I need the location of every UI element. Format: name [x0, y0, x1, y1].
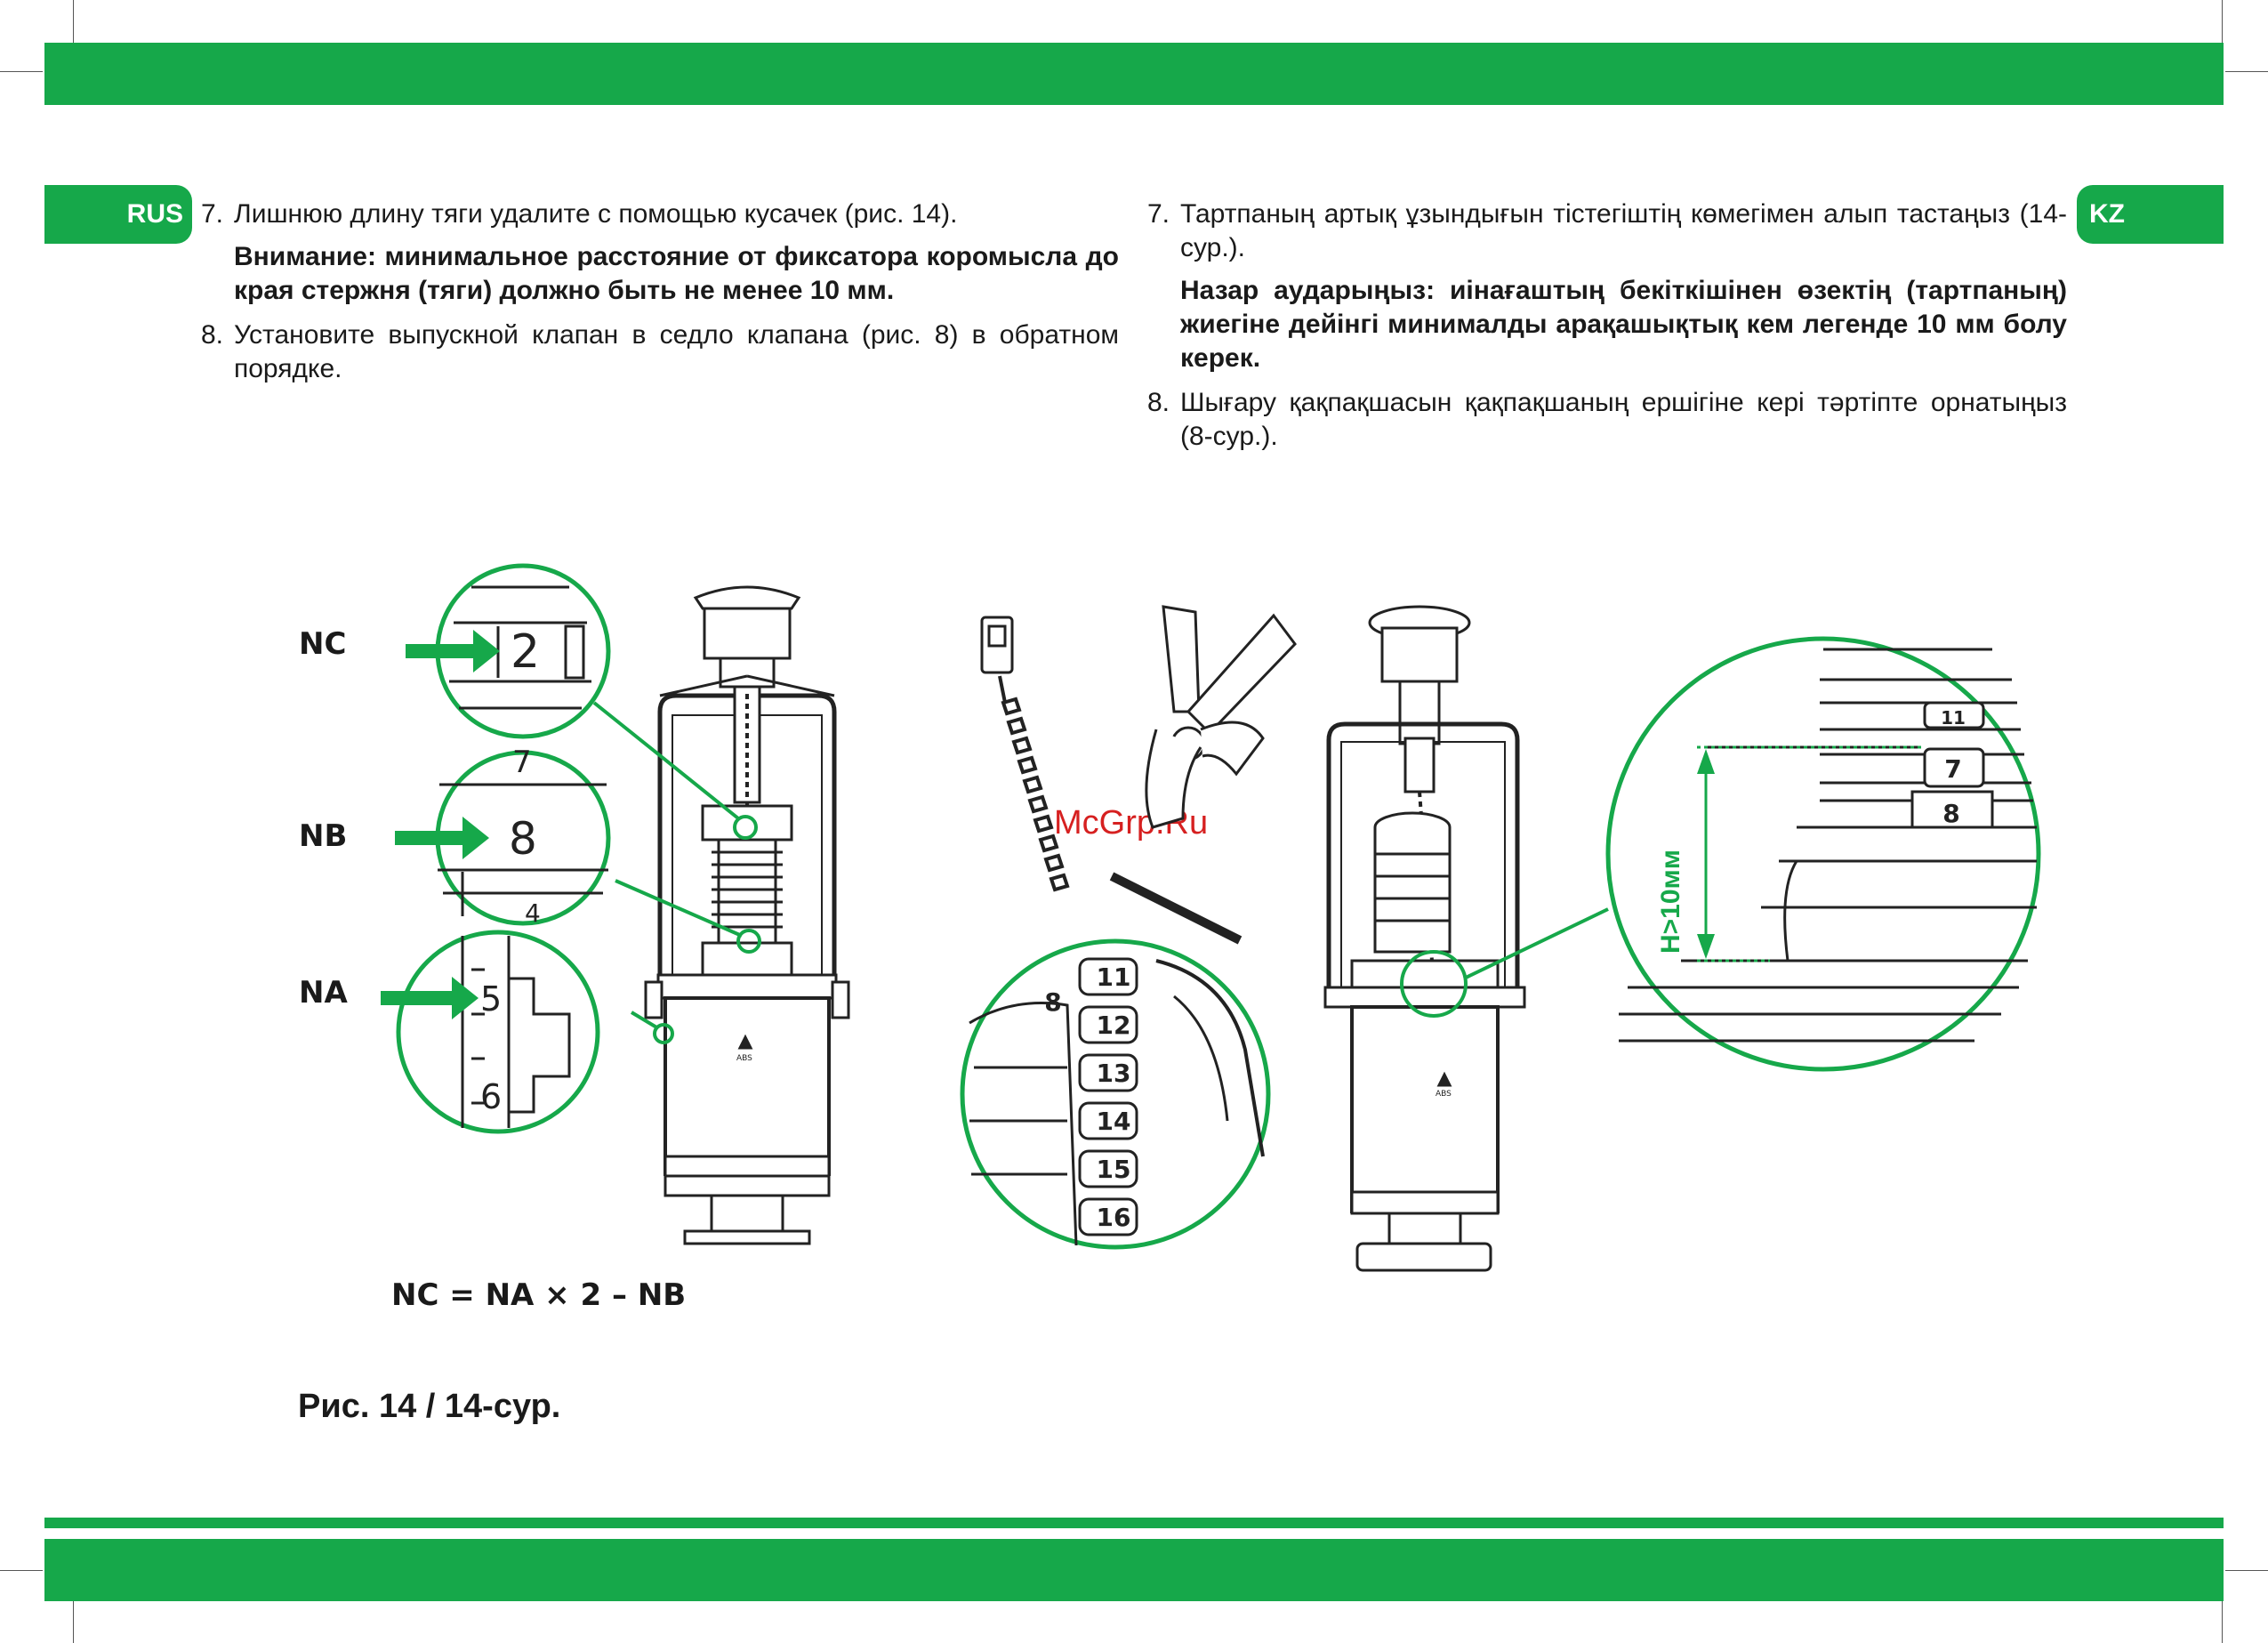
- lang-tab-rus: RUS: [44, 185, 192, 244]
- h-label: H>10мм: [1656, 850, 1685, 954]
- rod-number: 13: [1097, 1059, 1131, 1088]
- cut-rod: [980, 616, 1243, 945]
- abs-mark: ABS: [736, 1054, 752, 1063]
- rod-number: 16: [1097, 1203, 1131, 1232]
- lang-tab-kz-label: KZ: [2089, 199, 2125, 229]
- crop-mark: [0, 71, 43, 72]
- zoom-nc: [435, 563, 611, 739]
- label-na: NA: [299, 975, 348, 1011]
- zoom-na-top: 5: [480, 979, 502, 1019]
- left-valve: [644, 585, 850, 1245]
- zoom-rod: [960, 938, 1271, 1250]
- rod-number: 14: [1097, 1107, 1131, 1136]
- kz-item-8-number: 8.: [1147, 388, 1170, 417]
- figure-caption: Рис. 14 / 14-сур.: [298, 1388, 561, 1425]
- crop-mark: [73, 0, 74, 43]
- right-zoom-number: 7: [1944, 754, 1961, 784]
- kz-item-7-number: 7.: [1147, 199, 1170, 229]
- zoom-right: [1605, 636, 2041, 1072]
- zoom-na: [396, 930, 600, 1134]
- rod-number: 11: [1097, 962, 1131, 992]
- label-nc: NC: [299, 626, 347, 662]
- crop-mark: [73, 1601, 74, 1643]
- footer-band: [44, 1539, 2224, 1601]
- crop-mark: [0, 1570, 43, 1571]
- header-band: [44, 43, 2224, 105]
- rus-warning: Внимание: минимальное расстояние от фикс…: [234, 242, 1119, 305]
- kz-item-7-text: Тартпаның артық ұзындығын тістегіштің кө…: [1180, 199, 2067, 262]
- zoom-nb-bottom: 4: [525, 898, 541, 928]
- rus-item-8-number: 8.: [201, 320, 224, 350]
- formula: NC = NA × 2 – NB: [391, 1277, 687, 1313]
- rus-item-7-number: 7.: [201, 199, 224, 229]
- rus-item-7: 7. Лишнюю длину тяги удалите с помощью к…: [201, 197, 1119, 231]
- rod-number: 15: [1097, 1155, 1131, 1184]
- footer-band-thin: [44, 1518, 2224, 1528]
- lang-tab-rus-label: RUS: [126, 199, 183, 229]
- zoom-nc-number: 2: [511, 625, 540, 679]
- crop-mark: [2225, 71, 2268, 72]
- label-nb: NB: [299, 818, 348, 854]
- crop-mark: [2225, 1570, 2268, 1571]
- cutters-icon: [1145, 605, 1297, 829]
- zoom-nb-top: 7: [512, 745, 532, 780]
- crop-mark: [2222, 1601, 2223, 1643]
- kz-column: 7. Тартпаның артық ұзындығын тістегіштің…: [1147, 197, 2067, 454]
- lang-tab-kz: KZ: [2077, 185, 2224, 244]
- abs-mark-right: ABS: [1436, 1090, 1452, 1099]
- crop-mark: [2222, 0, 2223, 43]
- right-zoom-number: 11: [1941, 707, 1966, 729]
- rod-side-label: 8: [1044, 987, 1061, 1017]
- zoom-na-bottom: 6: [480, 1077, 502, 1116]
- right-valve: [1323, 605, 1526, 1272]
- arrow-icons: [381, 630, 500, 1019]
- rus-item-8-text: Установите выпускной клапан в седло клап…: [234, 320, 1119, 383]
- rus-column: 7. Лишнюю длину тяги удалите с помощью к…: [201, 197, 1119, 386]
- right-zoom-number: 8: [1942, 799, 1959, 828]
- zoom-nb-number: 8: [509, 813, 537, 865]
- kz-item-7: 7. Тартпаның артық ұзындығын тістегіштің…: [1147, 197, 2067, 265]
- kz-item-8-text: Шығару қақпақшасын қақпақшаның ершігіне …: [1180, 388, 2067, 451]
- rus-item-7-text: Лишнюю длину тяги удалите с помощью куса…: [234, 199, 958, 229]
- rus-item-8: 8. Установите выпускной клапан в седло к…: [201, 318, 1119, 386]
- kz-item-8: 8. Шығару қақпақшасын қақпақшаның ершігі…: [1147, 386, 2067, 454]
- kz-warning: Назар аударыңыз: иінағаштың бекіткішінен…: [1180, 276, 2067, 373]
- rod-number: 12: [1097, 1011, 1131, 1040]
